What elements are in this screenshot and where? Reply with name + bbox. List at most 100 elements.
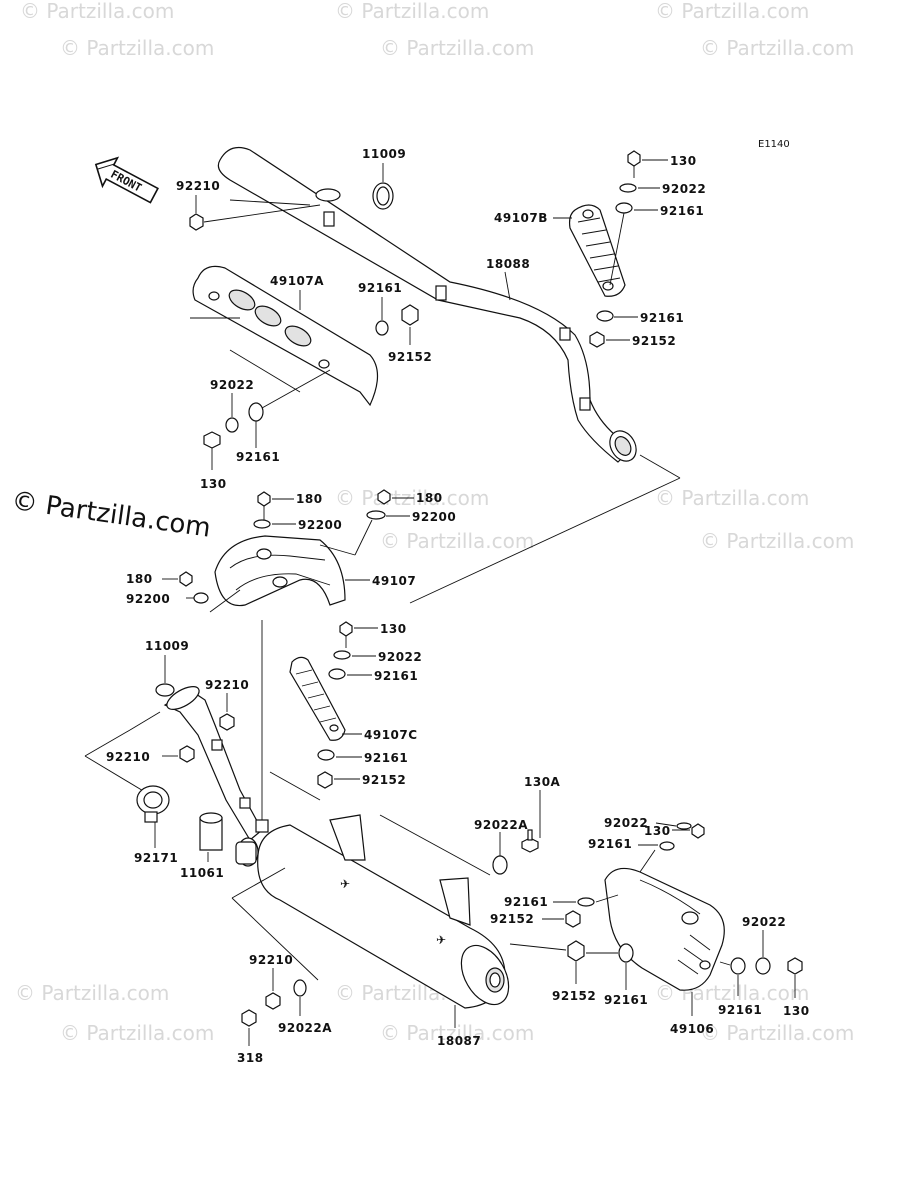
watermarks: © Partzilla.com © Partzilla.com © Partzi…: [15, 0, 854, 1045]
gasket-11009-low: [155, 683, 175, 697]
leader-line: [504, 271, 511, 301]
leader-line: [354, 519, 373, 556]
diagram-code: E1140: [758, 139, 790, 150]
watermark-text: © Partzilla.com: [335, 0, 489, 23]
muffler-mark-icon: ✈: [436, 933, 447, 947]
washer-92161: [577, 897, 595, 907]
part-label-92022: 92022: [378, 650, 422, 664]
bolt-180: [377, 489, 391, 505]
watermark-text: © Partzilla.com: [380, 1021, 534, 1045]
leader-line: [609, 212, 625, 286]
washer-92200: [193, 592, 209, 604]
watermark-text: © Partzilla.com: [60, 1021, 214, 1045]
washer-92022: [225, 417, 239, 433]
nut-92210: [179, 745, 195, 763]
leader-line: [639, 454, 681, 479]
part-label-92022: 92022: [210, 378, 254, 392]
header-pipe-18088: [217, 147, 637, 463]
washer-92161: [659, 841, 675, 851]
nut-92210: [265, 992, 281, 1010]
part-label-130: 130: [200, 477, 227, 491]
part-label-92161: 92161: [374, 669, 418, 683]
leader-line: [84, 755, 151, 796]
part-label-92161: 92161: [718, 1003, 762, 1017]
leader-line: [319, 544, 356, 556]
watermark-text: © Partzilla.com: [20, 0, 174, 23]
gasket-11061: [199, 812, 223, 851]
part-label-130A: 130A: [524, 775, 561, 789]
part-label-180: 180: [126, 572, 153, 586]
part-label-49107B: 49107B: [494, 211, 548, 225]
leader-line: [269, 771, 321, 801]
leader-line: [129, 711, 161, 731]
muffler-guard-49106: [604, 867, 725, 991]
part-label-92161: 92161: [660, 204, 704, 218]
leader-line: [595, 894, 619, 903]
watermark-main: © Partzilla.com: [10, 486, 213, 544]
part-label-49107: 49107: [372, 574, 416, 588]
part-label-92210: 92210: [106, 750, 150, 764]
part-label-92161: 92161: [604, 993, 648, 1007]
watermark-main-text: © Partzilla.com: [10, 486, 213, 544]
part-label-92022: 92022: [742, 915, 786, 929]
bolt-130: [691, 823, 705, 839]
nut-92152: [589, 331, 605, 348]
part-label-180: 180: [416, 491, 443, 505]
leader-line: [231, 897, 319, 981]
part-label-18088: 18088: [486, 257, 530, 271]
washer-92161: [328, 668, 346, 680]
washer-92022: [333, 650, 351, 660]
part-label-92210: 92210: [249, 953, 293, 967]
washer-92161: [248, 402, 264, 422]
bolt-130: [339, 621, 353, 648]
part-label-92152: 92152: [388, 350, 432, 364]
watermark-text: © Partzilla.com: [655, 0, 809, 23]
leader-line: [719, 961, 731, 966]
part-label-92161: 92161: [588, 837, 632, 851]
part-label-92210: 92210: [205, 678, 249, 692]
gasket-11009-top-inner: [376, 186, 390, 206]
part-label-11009: 11009: [362, 147, 406, 161]
part-label-92161: 92161: [504, 895, 548, 909]
part-label-92152: 92152: [632, 334, 676, 348]
muffler-mark-icon: ✈: [340, 877, 351, 891]
part-label-130: 130: [380, 622, 407, 636]
washer-92022: [676, 822, 692, 830]
part-label-11061: 11061: [180, 866, 224, 880]
front-arrow-icon: FRONT: [94, 156, 159, 204]
part-label-92152: 92152: [490, 912, 534, 926]
washer-92022: [619, 183, 637, 193]
part-label-92200: 92200: [298, 518, 342, 532]
leader-line: [229, 199, 311, 206]
watermark-text: © Partzilla.com: [380, 529, 534, 553]
part-label-92161: 92161: [236, 450, 280, 464]
nut-92152: [565, 910, 581, 928]
nut-92152: [317, 771, 333, 789]
heat-guard-49107C: [289, 656, 346, 741]
nut-92152: [401, 304, 419, 326]
nut-318: [241, 1009, 257, 1027]
watermark-text: © Partzilla.com: [60, 36, 214, 60]
bolt-130A: [521, 829, 539, 853]
part-label-130: 130: [783, 1004, 810, 1018]
washer-92161: [615, 202, 633, 214]
part-label-180: 180: [296, 492, 323, 506]
part-label-92022A: 92022A: [474, 818, 528, 832]
leader-line: [379, 814, 491, 876]
part-label-49106: 49106: [670, 1022, 714, 1036]
washer-92161: [317, 749, 335, 761]
part-label-92152: 92152: [362, 773, 406, 787]
washer-92022A: [492, 855, 508, 875]
leader-line: [231, 867, 286, 899]
nut-92152: [567, 940, 585, 962]
part-label-92200: 92200: [126, 592, 170, 606]
watermark-text: © Partzilla.com: [15, 981, 169, 1005]
nut-92210-top: [189, 213, 204, 231]
heat-guard-49107A: [192, 265, 379, 407]
part-label-92022: 92022: [662, 182, 706, 196]
leader-line: [655, 822, 677, 827]
clamp-92171: [136, 785, 170, 823]
bolt-130: [203, 431, 221, 470]
leader-line: [409, 477, 681, 604]
